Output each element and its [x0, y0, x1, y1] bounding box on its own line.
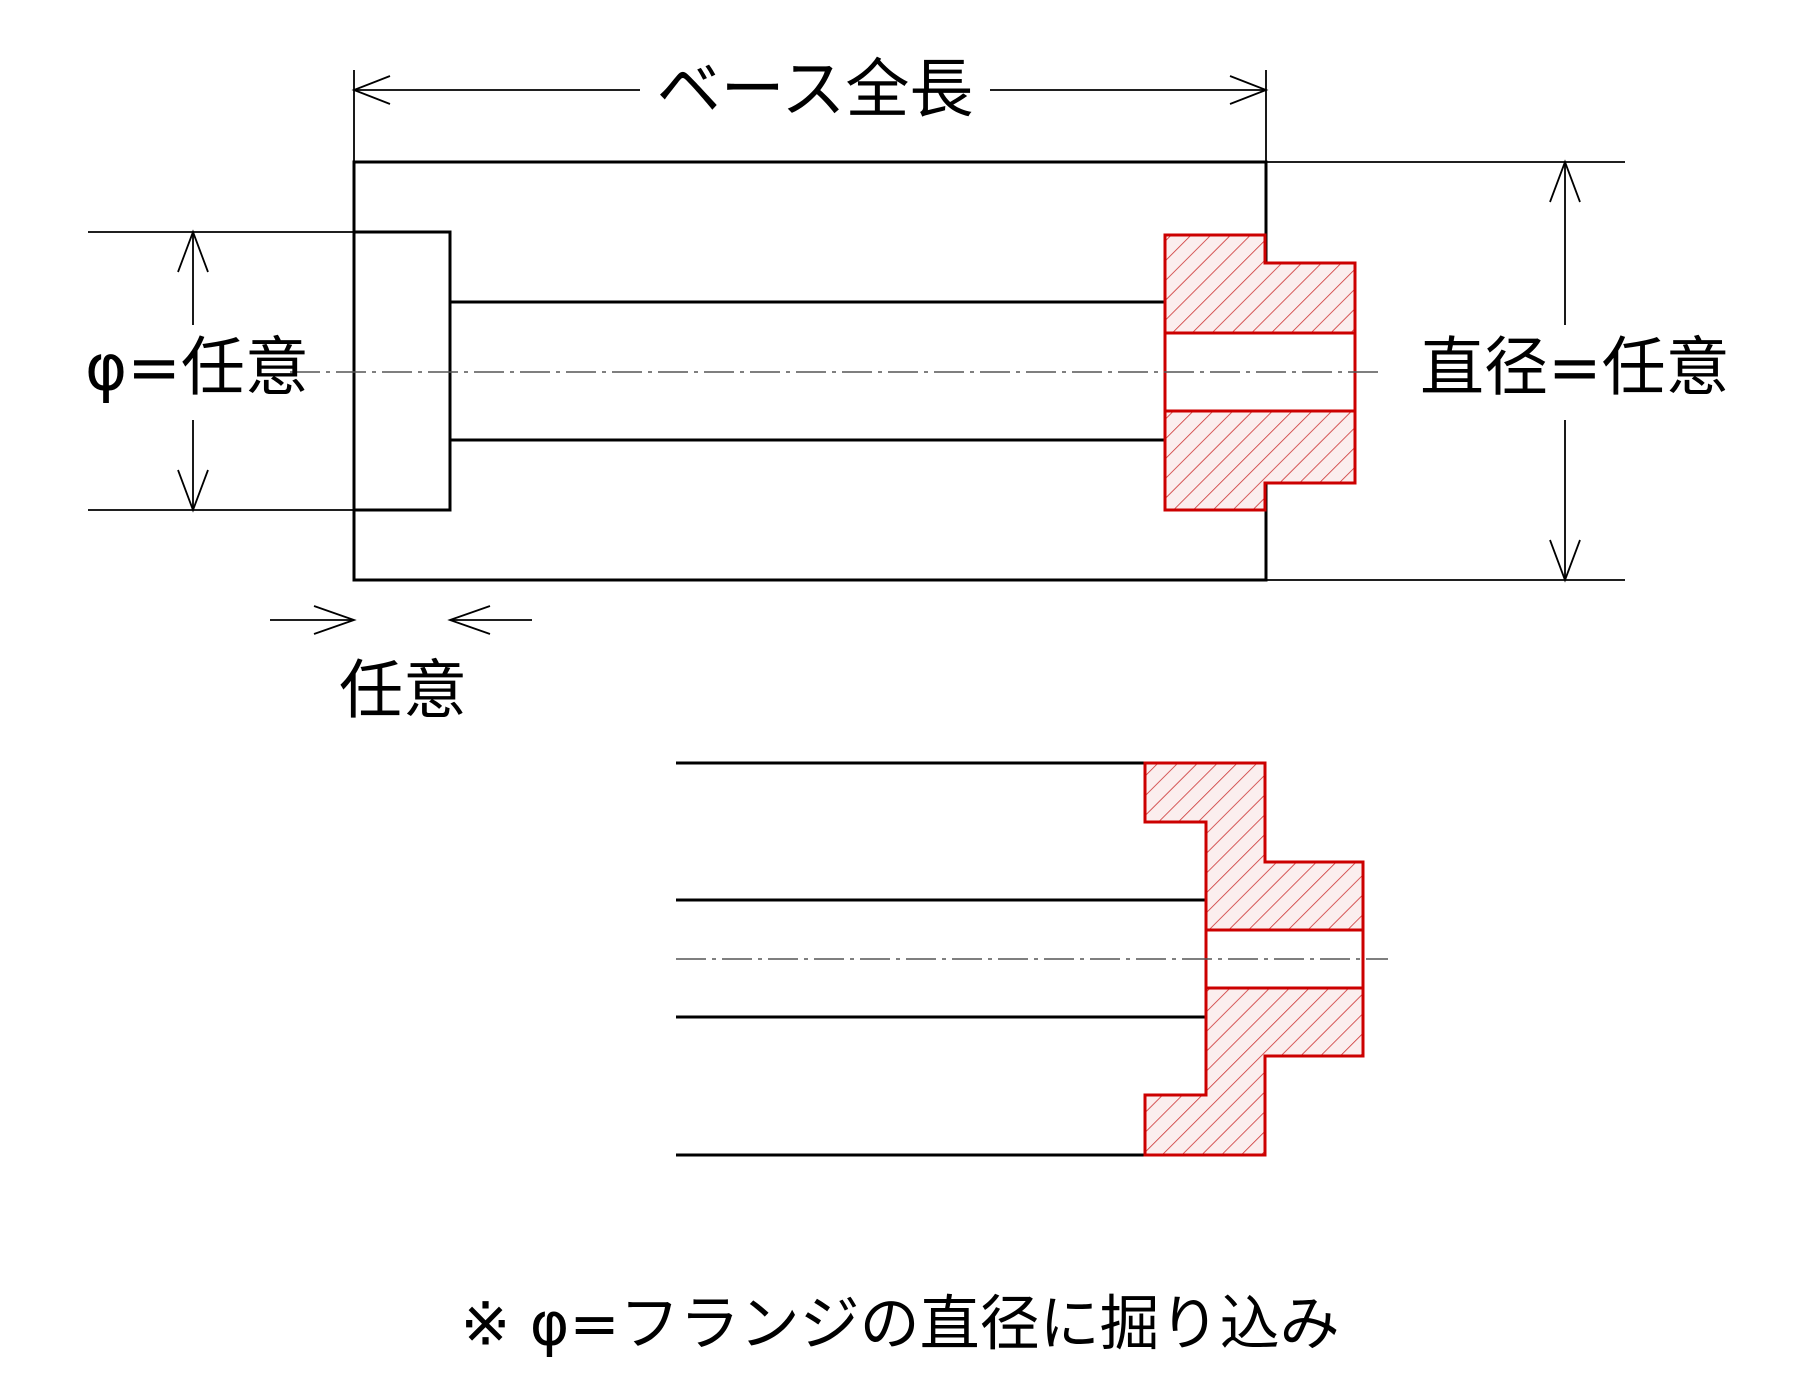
arrow-dia-up [1549, 159, 1581, 203]
dim-base-length [351, 70, 1269, 162]
label-phi-any: φ=任意 [85, 332, 309, 406]
label-base-length: ベース全長 [657, 54, 974, 128]
flange-top-lower-hatch [1163, 409, 1357, 512]
dim-phi [88, 229, 354, 513]
counterbore-pocket [352, 230, 452, 512]
note-text: ※ φ=フランジの直径に掘り込み [460, 1290, 1339, 1360]
arrow-depth-left [313, 605, 357, 635]
arrow-left [351, 75, 391, 105]
label-diameter-any: 直径=任意 [1420, 332, 1730, 406]
flange-bottom-lower-hatch [1143, 986, 1365, 1157]
arrow-depth-right [447, 605, 491, 635]
flange-bottom-upper-hatch [1143, 761, 1365, 932]
label-depth-any: 任意 [339, 655, 467, 729]
base-body [352, 160, 1268, 582]
arrow-phi-up [177, 229, 209, 273]
top-view [352, 160, 1268, 582]
dim-diameter [1266, 159, 1625, 583]
arrow-dia-down [1549, 539, 1581, 583]
flange-top [1163, 233, 1357, 512]
dim-depth [270, 605, 532, 635]
arrow-phi-down [177, 469, 209, 513]
arrow-right [1229, 75, 1269, 105]
flange-top-upper-hatch [1163, 233, 1357, 335]
bottom-view [676, 761, 1206, 1157]
